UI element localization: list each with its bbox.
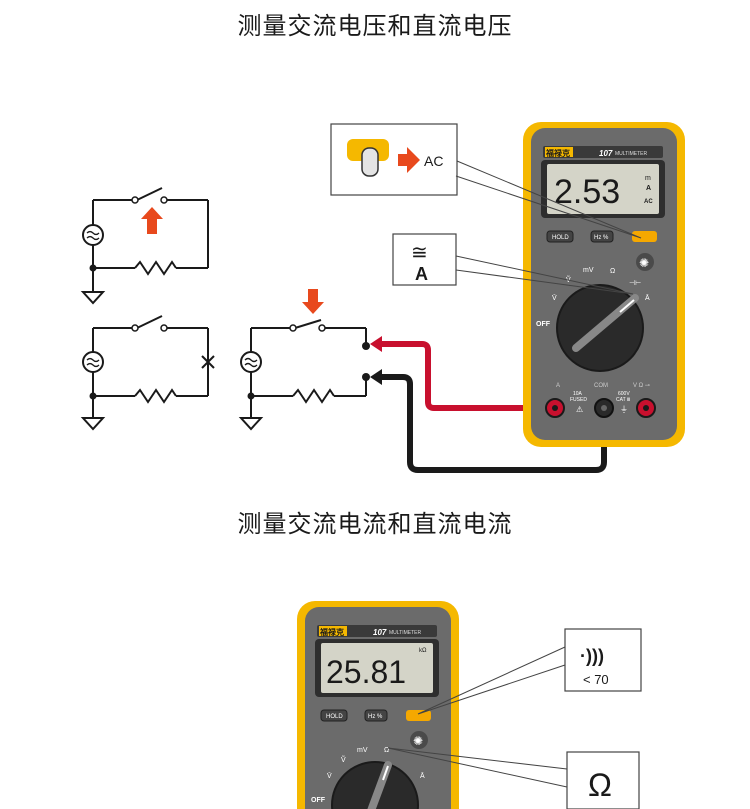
sun-icon: ✺ xyxy=(413,734,423,748)
dial-v-dc: V̄ xyxy=(552,294,557,302)
lcd-unit: kΩ xyxy=(419,648,427,654)
fuse-label: 10A xyxy=(573,391,583,397)
callout-ohm: Ω xyxy=(566,751,640,809)
range-button[interactable] xyxy=(632,231,657,242)
circuit-open xyxy=(92,315,215,418)
hold-button-label: HOLD xyxy=(552,235,569,241)
ground-symbol-icon: ⏚ xyxy=(620,405,628,414)
hz-button-label: Hz % xyxy=(594,235,609,241)
lcd-reading: 2.53 xyxy=(554,173,620,211)
dial-mv: mV xyxy=(357,747,368,754)
hold-button[interactable] xyxy=(546,230,574,243)
backlight-button[interactable] xyxy=(410,731,428,749)
dial-a: Ā xyxy=(420,772,425,780)
ohm-icon: Ω xyxy=(588,767,612,803)
down-arrow-icon xyxy=(302,289,324,314)
heading-top: 测量交流电压和直流电压 xyxy=(237,12,513,40)
callout-ac-text: AC xyxy=(424,153,443,169)
multimeter-top: 福禄克 107 MULTIMETER 2.53 m A AC HOLD Hz %… xyxy=(523,122,685,447)
up-arrow-icon xyxy=(141,207,163,234)
hold-button[interactable] xyxy=(320,709,348,722)
ground-icon xyxy=(238,417,264,431)
callout-a-text: A xyxy=(415,264,428,284)
red-test-lead xyxy=(378,341,552,411)
cat-label: 600V xyxy=(618,391,630,397)
warning-icon: ⚠ xyxy=(576,405,583,414)
ac-source-icon xyxy=(240,351,262,373)
ac-source-icon xyxy=(82,351,104,373)
dial-off: OFF xyxy=(311,797,326,804)
red-lead-arrow-icon xyxy=(370,336,382,352)
backlight-button[interactable] xyxy=(636,253,654,271)
hz-button[interactable] xyxy=(364,709,388,722)
circuit-measure xyxy=(250,319,367,418)
lcd-unit-mode: AC xyxy=(644,199,653,205)
heading-bottom: 测量交流电流和直流电流 xyxy=(237,510,513,538)
meter-brand: 福禄克 xyxy=(545,148,570,158)
meter-model-sub: MULTIMETER xyxy=(615,151,648,157)
sun-icon: ✺ xyxy=(639,256,649,270)
dial-ohm: Ω xyxy=(384,747,389,754)
callout-a-symbol: ≅ xyxy=(411,242,428,264)
range-button[interactable] xyxy=(406,710,431,721)
meter-brand: 福禄克 xyxy=(319,627,344,637)
meter-model-sub: MULTIMETER xyxy=(389,630,422,636)
jack-v-label: V Ω ⊸ xyxy=(633,383,650,389)
black-test-lead xyxy=(378,374,607,473)
meter-model: 107 xyxy=(373,628,387,637)
callout-continuity-text: < 70 xyxy=(583,672,609,687)
dial-mv: mV xyxy=(583,267,594,274)
hz-button-label: Hz % xyxy=(368,714,383,720)
dial-v-ac: Ṽ xyxy=(341,755,346,764)
dial-off: OFF xyxy=(536,321,551,328)
rotary-dial[interactable] xyxy=(331,761,419,809)
hold-button-label: HOLD xyxy=(326,714,343,720)
lcd-unit: A xyxy=(646,185,651,192)
ac-source-icon xyxy=(82,224,104,246)
ground-icon xyxy=(80,417,106,431)
jack-a-label: A xyxy=(556,383,560,389)
callout-a: ≅ A xyxy=(392,233,457,286)
circuit-closed-switch xyxy=(92,187,209,292)
fuse-sub-label: FUSED xyxy=(570,397,587,403)
ground-icon xyxy=(80,291,106,305)
lcd-reading: 25.81 xyxy=(326,654,406,690)
hz-button[interactable] xyxy=(590,230,614,243)
dial-cap: ⊣⊢ xyxy=(629,280,641,287)
meter-model: 107 xyxy=(599,149,613,158)
right-arrow-icon xyxy=(398,147,420,173)
black-lead-arrow-icon xyxy=(370,369,382,385)
continuity-icon: ·))) xyxy=(580,646,604,666)
dial-v-ac: Ṽ xyxy=(566,275,571,284)
dial-v-dc: V̄ xyxy=(327,772,332,780)
callout-continuity: ·))) < 70 xyxy=(564,628,642,692)
dial-a: Ā xyxy=(645,294,650,302)
jack-com-label: COM xyxy=(594,383,608,389)
dial-ohm: Ω xyxy=(610,268,615,275)
multimeter-bottom: 福禄克 107 MULTIMETER 25.81 kΩ HOLD Hz % ✺ … xyxy=(297,601,459,809)
lcd-unit-prefix: m xyxy=(645,175,651,182)
cat-sub-label: CAT Ⅲ xyxy=(616,397,630,403)
callout-ac: AC xyxy=(330,123,458,196)
